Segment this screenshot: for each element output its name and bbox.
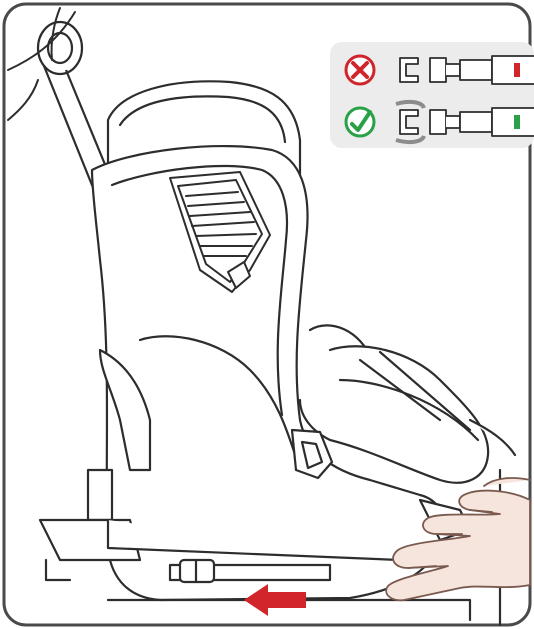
- indicator-green: [514, 115, 520, 129]
- check-in-circle-icon: [346, 108, 374, 136]
- isofix-indicator-panel: [330, 42, 534, 148]
- cross-in-circle-icon: [346, 56, 374, 84]
- indicator-red: [514, 63, 520, 77]
